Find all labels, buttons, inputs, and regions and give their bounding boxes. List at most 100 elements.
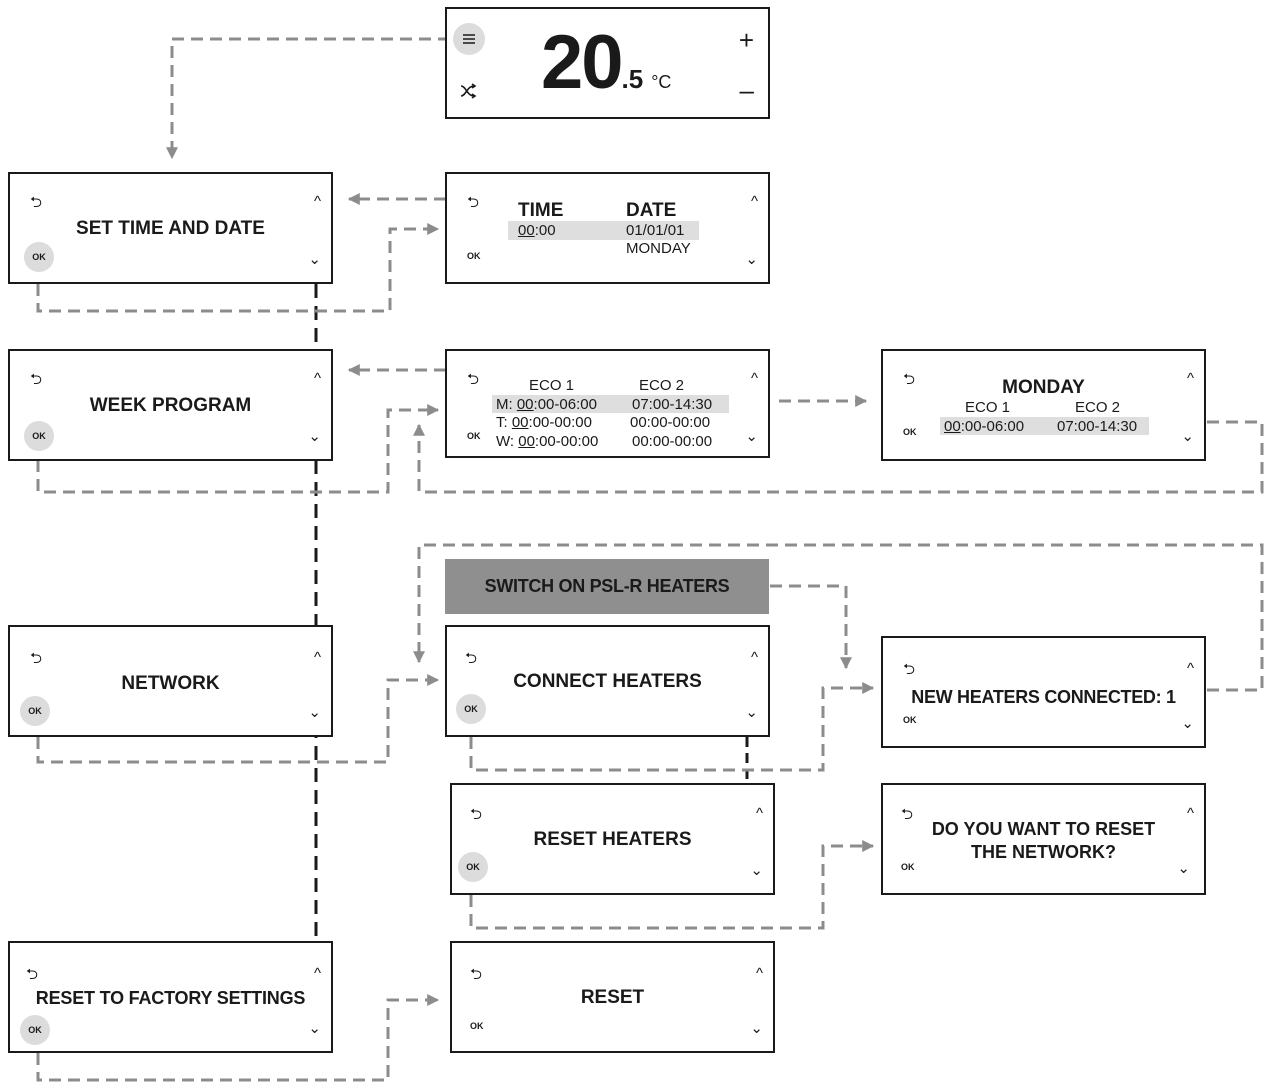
- back-arrow-icon[interactable]: ⮌: [26, 966, 39, 983]
- chevron-up-icon[interactable]: ^: [755, 965, 763, 982]
- week-row-w-eco2: 00:00-00:00: [632, 433, 713, 450]
- date-value[interactable]: 01/01/01: [626, 222, 685, 239]
- back-arrow-icon[interactable]: ⮌: [465, 650, 478, 667]
- chevron-up-icon[interactable]: ^: [313, 965, 321, 982]
- hour-value[interactable]: 00: [518, 433, 535, 450]
- connect-ok-connector: [469, 682, 875, 772]
- back-arrow-icon[interactable]: ⮌: [470, 806, 483, 823]
- time-minutes: :00: [534, 222, 556, 239]
- monday-eco2-value: 07:00-14:30: [1057, 418, 1138, 435]
- chevron-down-icon[interactable]: ⌄: [1177, 860, 1190, 877]
- ok-button[interactable]: OK: [901, 862, 915, 872]
- back-arrow-icon[interactable]: ⮌: [30, 194, 43, 211]
- temperature-whole: 20: [541, 20, 624, 105]
- chevron-down-icon[interactable]: ⌄: [745, 251, 758, 268]
- ok-button[interactable]: OK: [20, 1015, 50, 1045]
- shuffle-button[interactable]: [460, 83, 478, 102]
- ok-button[interactable]: OK: [903, 715, 917, 725]
- chevron-up-icon[interactable]: ^: [750, 193, 758, 210]
- ok-button[interactable]: OK: [470, 1021, 484, 1031]
- chevron-up-icon[interactable]: ^: [1186, 660, 1194, 677]
- screen-title: RESET: [580, 987, 645, 1008]
- menu-icon: [463, 34, 475, 44]
- ok-button[interactable]: OK: [24, 242, 54, 272]
- chevron-up-icon[interactable]: ^: [750, 649, 758, 666]
- hour-value[interactable]: 00: [944, 418, 961, 435]
- chevron-down-icon[interactable]: ⌄: [745, 704, 758, 721]
- hour-value[interactable]: 00: [511, 414, 529, 431]
- chevron-down-icon[interactable]: ⌄: [1181, 715, 1194, 732]
- ok-button[interactable]: OK: [467, 251, 481, 261]
- ok-button[interactable]: OK: [903, 427, 917, 437]
- back-arrow-icon[interactable]: ⮌: [467, 371, 480, 388]
- day-label: W:: [496, 433, 519, 450]
- ok-button[interactable]: OK: [456, 694, 486, 724]
- plus-button[interactable]: +: [738, 25, 754, 55]
- ok-button[interactable]: OK: [458, 852, 488, 882]
- day-label: T:: [496, 414, 512, 431]
- screen-title: SET TIME AND DATE: [76, 218, 265, 239]
- temperature-decimal: .5: [621, 64, 644, 94]
- ok-button[interactable]: OK: [24, 421, 54, 451]
- ok-button[interactable]: OK: [467, 431, 481, 441]
- switch-on-banner: SWITCH ON PSL-R HEATERS: [445, 559, 769, 614]
- week-edit-screen: ⮌ ^ ECO 1 ECO 2 M: 00:00-06:00 07:00-14:…: [445, 349, 770, 458]
- network-loop-connector: [413, 543, 1264, 692]
- eco1-rest: :00-06:00: [960, 418, 1025, 435]
- eco1-value: :00-00:00: [528, 414, 592, 431]
- selected-row-highlight: [940, 417, 1149, 435]
- back-arrow-icon[interactable]: ⮌: [901, 806, 914, 823]
- chevron-down-icon[interactable]: ⌄: [308, 428, 321, 445]
- chevron-down-icon[interactable]: ⌄: [308, 251, 321, 268]
- chevron-up-icon[interactable]: ^: [1186, 370, 1194, 387]
- time-value[interactable]: 00:00: [518, 222, 556, 239]
- week-row-t-eco2: 00:00-00:00: [630, 414, 711, 431]
- monday-return-connector: [413, 420, 1264, 494]
- temperature-display: 20.5°C: [541, 25, 671, 101]
- week-row-t[interactable]: T: 00:00-00:00: [496, 414, 592, 431]
- week-row-m[interactable]: M: 00:00-06:00: [496, 396, 597, 413]
- eco1-value: :00-00:00: [534, 433, 599, 450]
- back-arrow-icon[interactable]: ⮌: [467, 194, 480, 211]
- time-hour[interactable]: 00: [518, 222, 535, 239]
- screen-title: RESET HEATERS: [533, 829, 692, 850]
- chevron-down-icon[interactable]: ⌄: [308, 704, 321, 721]
- back-arrow-icon[interactable]: ⮌: [470, 966, 483, 983]
- monday-edit-screen: ⮌ ^ MONDAY ECO 1 ECO 2 00:00-06:00 07:00…: [881, 349, 1206, 461]
- menu-set-time-screen: ⮌ ^ SET TIME AND DATE OK ⌄: [8, 172, 333, 284]
- menu-factory-reset-screen: ⮌ ^ RESET TO FACTORY SETTINGS OK ⌄: [8, 941, 333, 1053]
- week-row-w[interactable]: W: 00:00-00:00: [496, 433, 598, 450]
- new-heaters-screen: ⮌ ^ NEW HEATERS CONNECTED: 1 OK ⌄: [881, 636, 1206, 748]
- hour-value[interactable]: 00: [516, 396, 534, 413]
- back-arrow-icon[interactable]: ⮌: [30, 650, 43, 667]
- selected-row-highlight: [508, 221, 699, 240]
- chevron-up-icon[interactable]: ^: [313, 193, 321, 210]
- chevron-up-icon[interactable]: ^: [1186, 805, 1194, 822]
- chevron-down-icon[interactable]: ⌄: [1181, 428, 1194, 445]
- reset-network-confirm-screen: ⮌ ^ DO YOU WANT TO RESET THE NETWORK? OK…: [881, 783, 1206, 895]
- menu-button[interactable]: [453, 23, 485, 55]
- minus-button[interactable]: –: [739, 75, 754, 105]
- monday-eco1-value[interactable]: 00:00-06:00: [944, 418, 1024, 435]
- back-arrow-icon[interactable]: ⮌: [30, 371, 43, 388]
- chevron-down-icon[interactable]: ⌄: [308, 1020, 321, 1037]
- banner-to-new-connector: [770, 584, 852, 670]
- chevron-up-icon[interactable]: ^: [313, 370, 321, 387]
- date-header: DATE: [626, 200, 677, 221]
- chevron-down-icon[interactable]: ⌄: [750, 1020, 763, 1037]
- ok-button[interactable]: OK: [20, 696, 50, 726]
- screen-title: CONNECT HEATERS: [513, 671, 702, 692]
- temperature-unit: °C: [651, 72, 672, 92]
- time-date-edit-screen: ⮌ ^ TIME DATE 00:00 01/01/01 MONDAY OK ⌄: [445, 172, 770, 284]
- back-arrow-icon[interactable]: ⮌: [903, 661, 916, 678]
- eco2-header: ECO 2: [639, 377, 685, 394]
- chevron-up-icon[interactable]: ^: [313, 649, 321, 666]
- chevron-down-icon[interactable]: ⌄: [745, 428, 758, 445]
- screen-title: NEW HEATERS CONNECTED: 1: [911, 687, 1176, 707]
- chevron-down-icon[interactable]: ⌄: [750, 862, 763, 879]
- chevron-up-icon[interactable]: ^: [755, 805, 763, 822]
- chevron-up-icon[interactable]: ^: [750, 370, 758, 387]
- resetheaters-ok-connector: [469, 840, 875, 930]
- back-arrow-icon[interactable]: ⮌: [903, 371, 916, 388]
